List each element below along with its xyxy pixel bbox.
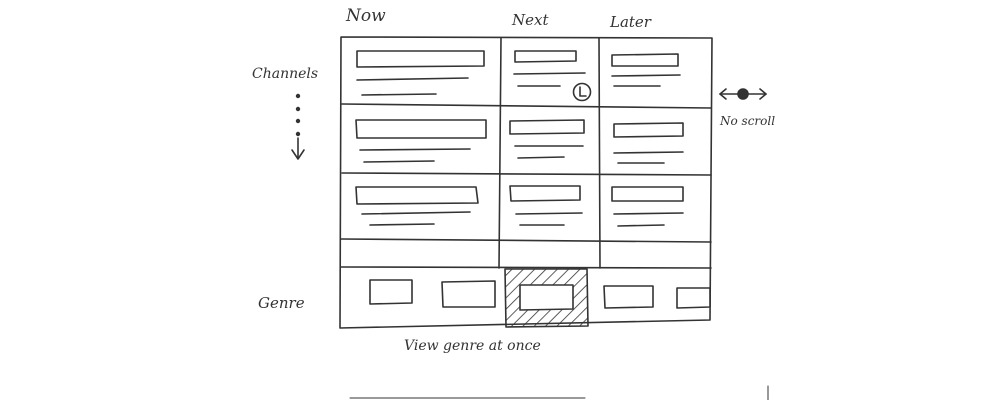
program-cell[interactable] bbox=[356, 50, 485, 96]
program-title-box bbox=[356, 50, 485, 68]
clock-icon bbox=[572, 82, 592, 102]
program-cell[interactable] bbox=[355, 119, 487, 163]
genre-label: Genre bbox=[258, 294, 305, 312]
program-title-box bbox=[611, 53, 679, 67]
program-cell[interactable] bbox=[509, 119, 585, 159]
program-title-box bbox=[514, 50, 577, 63]
column-divider-next-later bbox=[598, 37, 601, 269]
program-cell[interactable] bbox=[355, 186, 479, 226]
program-title-box bbox=[509, 119, 585, 135]
genre-chip[interactable] bbox=[369, 279, 413, 305]
program-line bbox=[359, 148, 471, 151]
program-line bbox=[517, 156, 565, 159]
row-divider-2 bbox=[341, 172, 712, 176]
no-scroll-label: No scroll bbox=[720, 114, 776, 128]
program-cell[interactable] bbox=[611, 186, 684, 227]
program-line bbox=[611, 74, 681, 77]
program-line bbox=[613, 212, 684, 215]
row-divider-1 bbox=[341, 103, 712, 109]
genre-chip-selected[interactable] bbox=[519, 284, 574, 311]
column-header-next: Next bbox=[512, 11, 549, 29]
channels-label: Channels bbox=[252, 66, 319, 82]
program-cell[interactable] bbox=[611, 53, 681, 87]
column-header-now: Now bbox=[346, 6, 386, 26]
program-line bbox=[369, 223, 435, 226]
program-line bbox=[363, 160, 435, 163]
program-title-box bbox=[509, 185, 581, 202]
program-title-box bbox=[355, 119, 487, 139]
genre-chip[interactable] bbox=[676, 287, 711, 309]
guide-frame bbox=[339, 36, 713, 329]
program-title-box bbox=[611, 186, 684, 202]
program-cell[interactable] bbox=[513, 50, 592, 102]
no-horizontal-scroll-icon bbox=[719, 88, 767, 100]
genre-chip[interactable] bbox=[441, 280, 496, 308]
arrow-down-icon bbox=[291, 93, 305, 160]
program-line bbox=[515, 212, 583, 215]
column-divider-now-next bbox=[498, 37, 502, 269]
genre-strip-divider bbox=[340, 266, 712, 269]
program-line bbox=[513, 72, 586, 75]
program-title-box bbox=[355, 186, 479, 205]
row-divider-3 bbox=[340, 238, 712, 243]
genre-chip[interactable] bbox=[603, 285, 654, 309]
genre-caption: View genre at once bbox=[404, 338, 541, 354]
program-title-box bbox=[613, 122, 684, 138]
column-header-later: Later bbox=[610, 13, 651, 31]
program-cell[interactable] bbox=[613, 122, 684, 164]
program-cell[interactable] bbox=[509, 185, 583, 226]
program-line bbox=[613, 151, 684, 154]
program-line bbox=[356, 77, 469, 81]
program-line bbox=[361, 211, 471, 215]
program-line bbox=[617, 224, 665, 227]
program-line bbox=[361, 93, 437, 96]
